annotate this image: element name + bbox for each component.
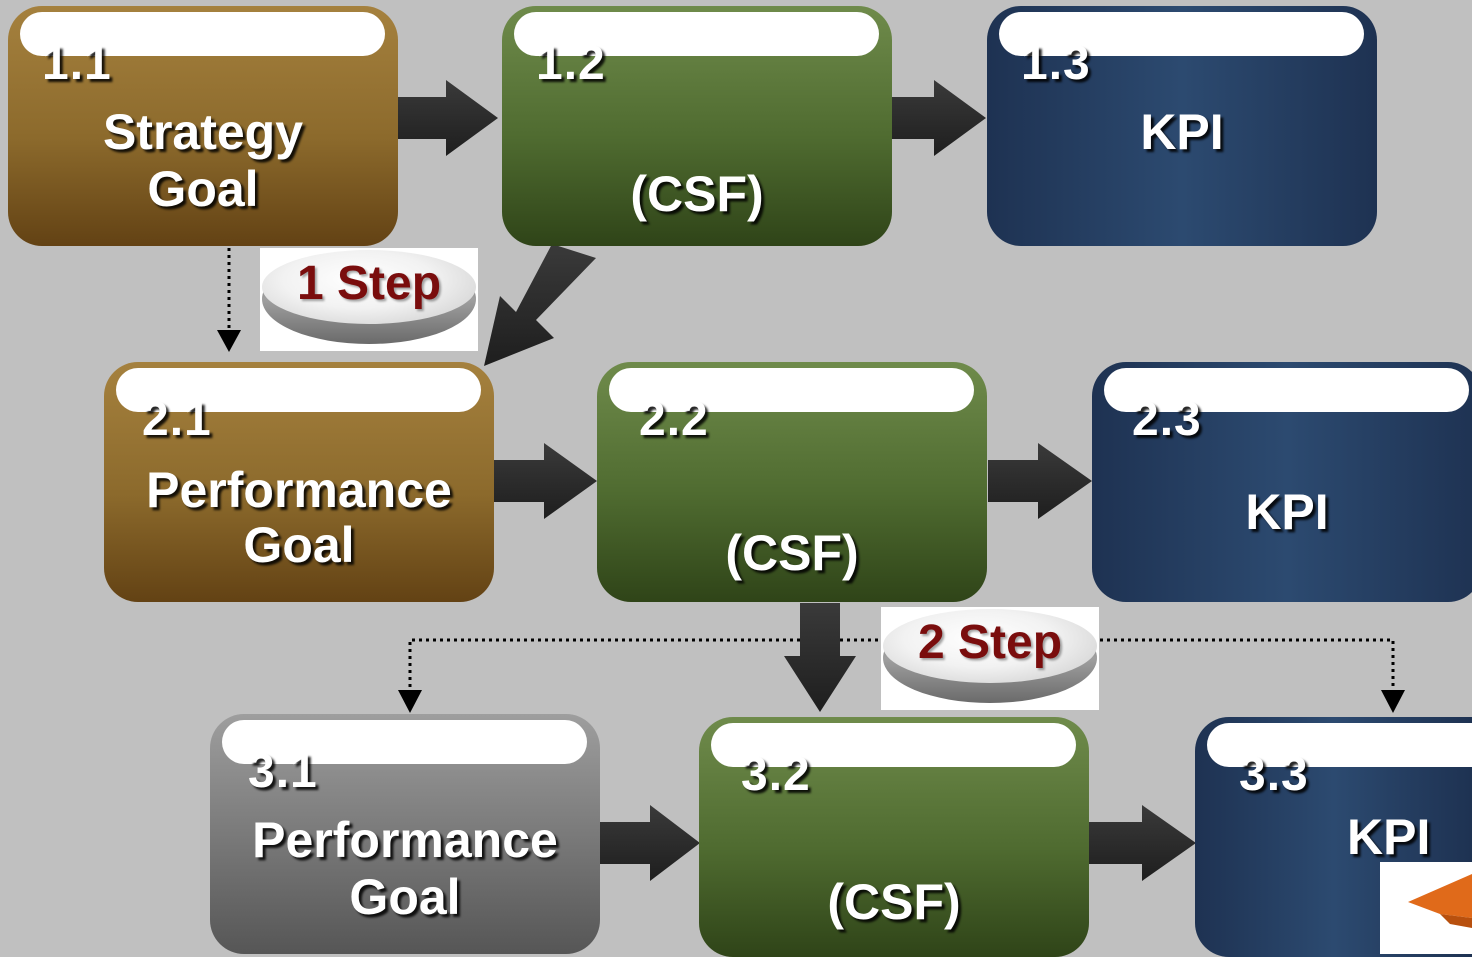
step-badge-1: 1 Step [260, 248, 478, 351]
box-csf-3: 3.2 (CSF) [699, 717, 1089, 957]
dotted-arrowhead-left [398, 690, 422, 713]
arrow-3-2-to-3-3 [1088, 805, 1196, 881]
box-kpi-2: 2.3 KPI [1092, 362, 1472, 602]
box-header-pill [20, 12, 385, 56]
arrow-2-2-to-2-3 [988, 443, 1092, 519]
step-disk-top [883, 609, 1097, 683]
box-header-pill [711, 723, 1076, 767]
arrow-1-2-to-1-3 [892, 80, 986, 156]
logo-graphic [1408, 874, 1472, 928]
arrow-2-2-to-3-2 [784, 603, 856, 712]
box-kpi-1: 1.3 KPI [987, 6, 1377, 246]
box-label: (CSF) [725, 525, 859, 581]
box-header-pill [609, 368, 974, 412]
step-disk-top [262, 250, 476, 324]
box-header-pill [116, 368, 481, 412]
dotted-arrowhead-1 [217, 330, 241, 352]
box-label: (CSF) [630, 166, 764, 222]
box-header-pill [514, 12, 879, 56]
step-label: 2 Step [917, 616, 1063, 669]
box-label-line1: Performance [252, 812, 558, 868]
box-label-line1: Performance [146, 462, 452, 518]
arrow-2-1-to-2-2 [494, 443, 597, 519]
box-number: 1.3 [1021, 37, 1091, 90]
box-csf-1: 1.2 (CSF) [502, 6, 892, 246]
step-label: 1 Step [296, 257, 442, 310]
box-strategy-goal: 1.1 Strategy Goal [8, 6, 398, 246]
box-label-line1: Strategy [102, 104, 304, 160]
box-performance-goal-2: 2.1 Performance Goal [104, 362, 494, 602]
box-label-line2: Goal [147, 161, 259, 217]
box-header-pill [1207, 723, 1472, 767]
box-performance-goal-3: 3.1 Performance Goal [210, 714, 600, 954]
box-number: 3.2 [741, 748, 811, 801]
box-label: KPI [1347, 809, 1431, 865]
box-label: (CSF) [827, 874, 961, 930]
arrow-3-1-to-3-2 [600, 805, 700, 881]
box-number: 2.3 [1132, 393, 1202, 446]
dotted-arrowhead-right [1381, 690, 1405, 713]
box-number: 2.1 [142, 393, 212, 446]
box-label-line2: Goal [243, 517, 355, 573]
dotted-connector-right [1100, 638, 1395, 692]
box-number: 1.1 [42, 37, 112, 90]
box-csf-2: 2.2 (CSF) [597, 362, 987, 602]
box-number: 1.2 [536, 37, 606, 90]
box-header-pill [222, 720, 587, 764]
box-label: KPI [1140, 104, 1224, 160]
box-number: 2.2 [639, 393, 709, 446]
step-badge-2: 2 Step [881, 607, 1099, 710]
arrow-1-2-to-2-1 [484, 244, 596, 366]
corner-logo [1380, 862, 1472, 954]
box-header-pill [1104, 368, 1469, 412]
box-number: 3.3 [1239, 748, 1309, 801]
dotted-connector-left [408, 638, 800, 692]
box-header-pill [999, 12, 1364, 56]
box-label-line2: Goal [349, 869, 461, 925]
arrow-1-1-to-1-2 [398, 80, 498, 156]
box-number: 3.1 [248, 745, 318, 798]
box-label: KPI [1245, 484, 1329, 540]
